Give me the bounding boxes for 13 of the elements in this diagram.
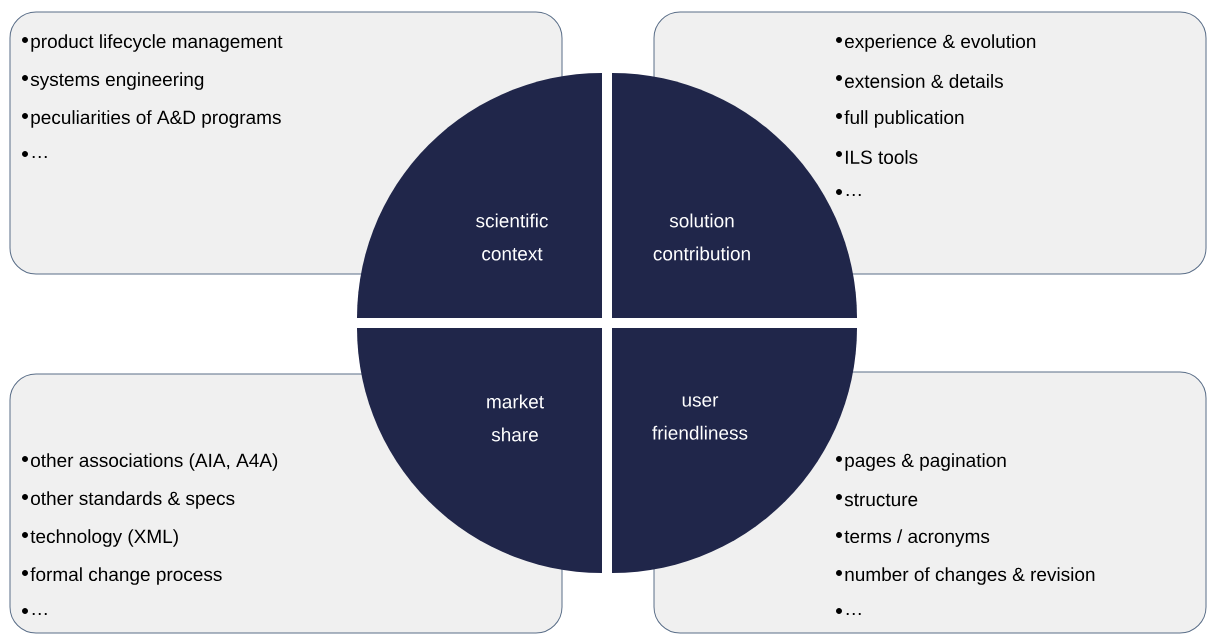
bullet-item: product lifecycle management: [22, 34, 283, 52]
bullet-item: formal change process: [22, 567, 222, 585]
bullet-item: other standards & specs: [22, 491, 235, 509]
bullet-item: other associations (AIA, A4A): [22, 453, 278, 471]
bullet-item: peculiarities of A&D programs: [22, 110, 281, 128]
quadrant-sector: scientific context: [357, 73, 602, 318]
bullet-item: systems engineering: [22, 72, 204, 90]
bullet-item: technology (XML): [22, 529, 178, 547]
bullet-item: …: [836, 608, 861, 615]
bullet-item: …: [22, 151, 47, 158]
bullet-item: experience & evolution: [836, 34, 1036, 52]
quadrant-sector: market share: [357, 328, 602, 573]
bullet-item: …: [22, 608, 47, 615]
